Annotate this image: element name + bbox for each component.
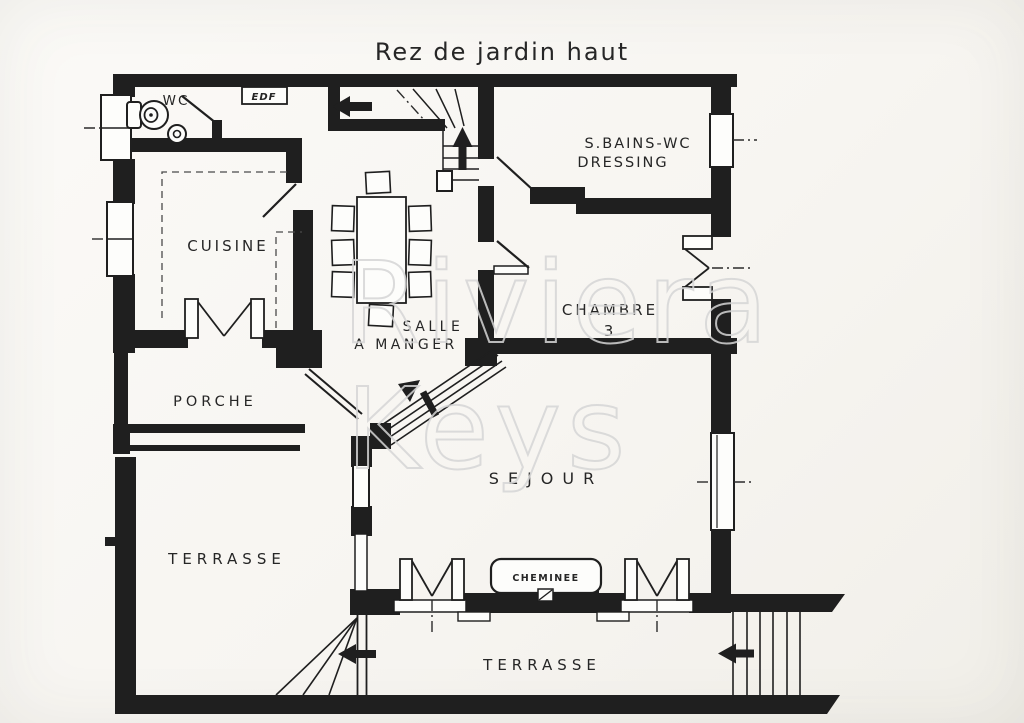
sink-icon (167, 124, 187, 144)
door-swing-sbains (496, 156, 534, 191)
window-icon-sejour-terrasse (352, 464, 370, 592)
watermark-line-1: Riviera (342, 239, 774, 369)
door-swing-chambre (493, 240, 530, 275)
plan-title: Rez de jardin haut (375, 38, 629, 66)
walls (105, 74, 845, 714)
room-label-sbains-2: DRESSING (577, 155, 668, 171)
room-label-sejour: SEJOUR (489, 469, 603, 488)
chair-icon (407, 204, 433, 233)
room-label-sbains-1: S.BAINS-WC (584, 136, 691, 152)
chair-icon (407, 270, 433, 299)
room-label-cuisine: CUISINE (187, 237, 269, 255)
stairs-up-icon-top (396, 88, 479, 192)
watermark: Riviera Keys (341, 238, 774, 496)
dining-set (330, 170, 433, 328)
room-label-salle-1: SALLE (403, 319, 464, 335)
down-arrow-icon (718, 643, 754, 664)
dining-table-icon (356, 196, 407, 304)
up-arrow-icon (452, 127, 473, 170)
window-icon-cuisine (92, 201, 134, 277)
french-door-icon-sejour-left (393, 558, 467, 632)
window-icon-wc (84, 94, 132, 161)
windows (84, 94, 757, 592)
labels: Rez de jardin haut WC EDF CUISINE S.BAIN… (163, 38, 691, 674)
kitchen-counter (161, 171, 302, 328)
doors (181, 95, 752, 632)
stairs-fan-icon-terrasse (275, 615, 376, 696)
chair-icon (364, 170, 392, 195)
chair-icon (330, 238, 356, 267)
edf-closet (241, 86, 288, 105)
door-swing-wc (181, 95, 217, 124)
french-door-icon-chambre (682, 235, 752, 301)
room-label-wc: WC (163, 93, 190, 109)
room-label-porche: PORCHE (173, 394, 257, 410)
room-label-chambre-1: CHAMBRE (562, 301, 658, 319)
chair-icon (367, 303, 395, 328)
stairs-straight-icon-bottom-right (718, 612, 801, 695)
room-label-edf: EDF (252, 92, 277, 103)
window-icon-sbains (709, 113, 757, 168)
down-arrow-icon (338, 644, 376, 664)
wc-fixtures (126, 100, 187, 144)
watermark-line-2: Keys (346, 365, 631, 495)
french-door-icon-sejour-right (620, 558, 694, 632)
up-arrow-icon (398, 380, 420, 402)
step-threshold (457, 611, 491, 622)
room-label-cheminee: CHEMINEE (512, 573, 579, 584)
chair-icon (407, 238, 433, 267)
steps-central (304, 348, 507, 446)
window-icon-sejour (697, 432, 754, 531)
room-label-terrasse-bottom: TERRASSE (482, 656, 601, 674)
door-swing-cuisine (262, 183, 297, 218)
room-label-salle-2: A MANGER (354, 337, 458, 353)
french-door-icon-cuisine (184, 298, 265, 339)
room-label-chambre-2: 3 (604, 322, 617, 340)
fireplace-icon (489, 557, 603, 602)
toilet-icon (126, 100, 169, 130)
entry-arrow-icon (332, 96, 372, 117)
step-threshold (596, 611, 630, 622)
chair-icon (330, 270, 356, 299)
room-label-terrasse-left: TERRASSE (167, 550, 286, 568)
chair-icon (330, 204, 356, 233)
